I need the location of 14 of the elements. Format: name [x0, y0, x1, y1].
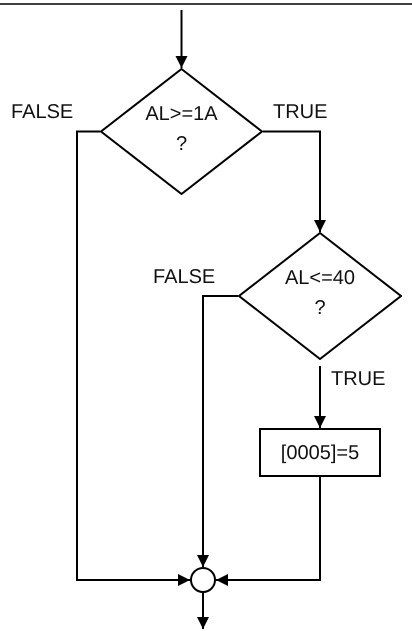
process-text: [0005]=5: [280, 440, 360, 466]
condition-text: AL<=40 ?: [284, 266, 356, 321]
arrow: [76, 130, 190, 586]
decision-diamond: [238, 232, 402, 360]
arrow: [314, 366, 326, 428]
arrow: [197, 593, 209, 629]
decision-diamond: [100, 68, 263, 195]
condition-text: AL>=1A ?: [144, 102, 219, 156]
connector-circle: [190, 567, 216, 593]
process-box: [259, 428, 381, 477]
arrow: [216, 477, 321, 586]
arrow: [263, 130, 326, 232]
arrow: [176, 10, 188, 68]
arrow: [197, 295, 238, 567]
